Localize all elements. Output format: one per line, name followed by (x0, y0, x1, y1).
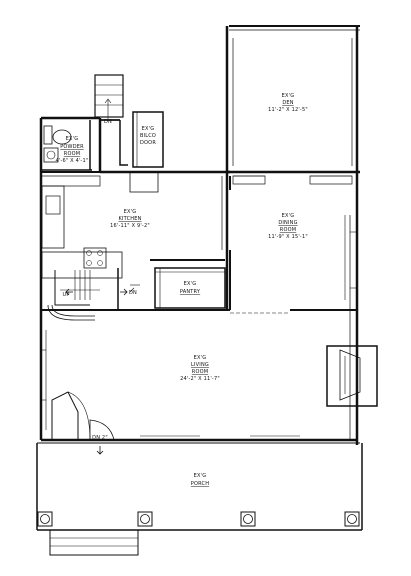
porch-name: PORCH (191, 481, 209, 487)
pantry-walls (150, 259, 226, 309)
dining-prefix: EX'G (282, 213, 295, 219)
dining-name2: ROOM (280, 227, 296, 233)
kitchen-name: KITCHEN (118, 216, 141, 222)
living-prefix: EX'G (194, 355, 207, 361)
up-arrow-icon (65, 288, 73, 296)
bilco-name2: DOOR (140, 140, 156, 146)
dining-name: DINING (278, 220, 297, 226)
kitchen-label: EX'G KITCHEN 16'-11" X 9'-2" (110, 209, 150, 229)
entry-door-swing (51, 391, 115, 441)
bilco-label: EX'G BILCO DOOR (140, 126, 156, 146)
top-stair (94, 74, 128, 166)
bilco-door-outline (129, 111, 164, 193)
den-prefix: EX'G (282, 93, 295, 99)
powder-name2: ROOM (64, 151, 80, 157)
stair-up-note: UP (62, 292, 69, 298)
kitchen-counters (41, 185, 123, 279)
kitchen-prefix: EX'G (124, 209, 137, 215)
living-name: LIVING (191, 362, 209, 368)
porch-posts (37, 511, 360, 527)
dining-dims: 11'-9" X 15'-1" (268, 234, 308, 240)
porch-dn-note: DN 2" (92, 435, 108, 441)
exterior-walls (39, 116, 359, 445)
kitchen-dn-arrow-icon (120, 288, 128, 296)
pantry-label: EX'G PANTRY (180, 281, 201, 295)
porch-prefix: EX'G (194, 473, 207, 479)
dining-window (344, 215, 357, 300)
living-dims: 24'-2" X 11'-7" (180, 376, 220, 382)
den-walls (225, 25, 360, 215)
powder-prefix: EX'G (66, 136, 79, 142)
porch-dn-arrow-icon (96, 446, 104, 455)
powder-room-fixtures (41, 120, 92, 171)
stair-kitchen-dn-note: DN (129, 290, 137, 296)
fireplace (326, 345, 378, 407)
kitchen-dims: 16'-11" X 9'-2" (110, 223, 150, 229)
living-label: EX'G LIVING ROOM 24'-2" X 11'-7" (180, 355, 220, 382)
den-name: DEN (282, 100, 293, 106)
porch-label: EX'G PORCH (191, 473, 209, 487)
pantry-name: PANTRY (180, 289, 201, 295)
porch-steps (49, 529, 139, 556)
den-label: EX'G DEN 11'-2" X 12'-5" (268, 93, 308, 113)
interior-walls (40, 171, 357, 314)
top-stair-dn: DN (104, 119, 112, 125)
kitchen-stair (47, 268, 140, 321)
living-name2: ROOM (192, 369, 208, 375)
dining-label: EX'G DINING ROOM 11'-9" X 15'-1" (268, 213, 308, 240)
powder-room-label: EX'G POWDER ROOM 4'-6" X 4'-1" (56, 136, 89, 164)
living-windows (41, 330, 300, 437)
pantry-prefix: EX'G (184, 281, 197, 287)
bilco-name: BILCO (140, 133, 156, 139)
powder-name: POWDER (60, 144, 84, 150)
bilco-prefix: EX'G (142, 126, 155, 132)
powder-dims: 4'-6" X 4'-1" (56, 158, 89, 164)
den-dims: 11'-2" X 12'-5" (268, 107, 308, 113)
